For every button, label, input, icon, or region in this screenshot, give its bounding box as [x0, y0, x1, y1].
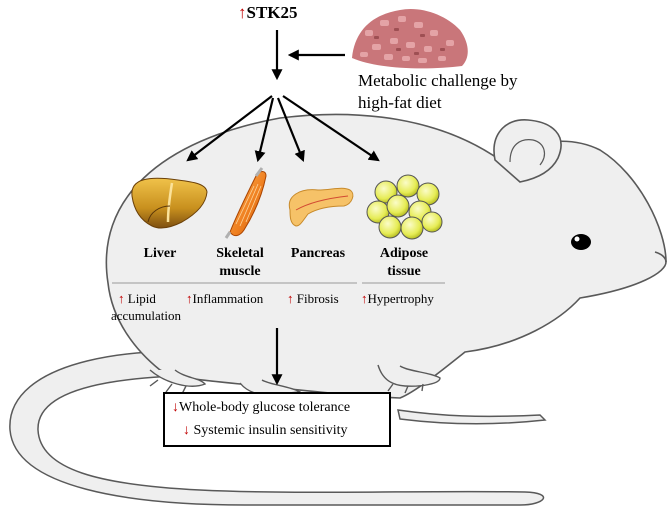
- up-arrow-icon: ↑: [287, 291, 294, 306]
- effect-skeletal-muscle: ↑Inflammation: [186, 291, 264, 306]
- muscle-icon: [224, 167, 267, 239]
- outcome-glucose-tolerance: ↓Whole-body glucose tolerance: [172, 400, 351, 415]
- arrow-to-pancreas: [276, 97, 305, 163]
- high-fat-diet-pellets-icon: [352, 8, 468, 69]
- arrow-to-muscle: [254, 97, 275, 163]
- adipocytes-icon: [366, 174, 443, 240]
- effect-adipose: ↑Hypertrophy: [361, 291, 434, 306]
- tissue-name-liver: Liver: [143, 246, 177, 261]
- tissue-name-adipose: Adipose tissue: [379, 246, 429, 279]
- pancreas-icon: [288, 187, 354, 227]
- up-arrow-icon: ↑: [186, 291, 193, 306]
- tissue-name-pancreas: Pancreas: [290, 246, 346, 261]
- tissue-name-skeletal-muscle: Skeletal muscle: [216, 246, 264, 279]
- pathway-arrows: [186, 30, 380, 386]
- mouse-eye: [571, 234, 591, 250]
- arrow-to-liver: [186, 95, 273, 162]
- up-arrow-icon: ↑: [361, 291, 368, 306]
- effect-liver: ↑ Lipid accumulation: [111, 291, 182, 323]
- down-arrow-icon: ↓: [183, 423, 190, 438]
- liver-icon: [131, 177, 208, 229]
- effect-pancreas: ↑ Fibrosis: [287, 291, 339, 306]
- diet-label: Metabolic challenge by high-fat diet: [358, 71, 518, 112]
- mouse-tail: [9, 350, 547, 506]
- up-arrow-icon: ↑: [118, 291, 125, 306]
- stk25-label: ↑STK25: [238, 3, 298, 22]
- outcome-box: [163, 392, 391, 447]
- arrow-to-adipose: [282, 95, 380, 162]
- down-arrow-icon: ↓: [172, 400, 179, 415]
- up-arrow-icon: ↑: [238, 3, 247, 22]
- mouse-ear: [493, 119, 562, 183]
- outcome-insulin-sensitivity: ↓ Systemic insulin sensitivity: [183, 423, 348, 438]
